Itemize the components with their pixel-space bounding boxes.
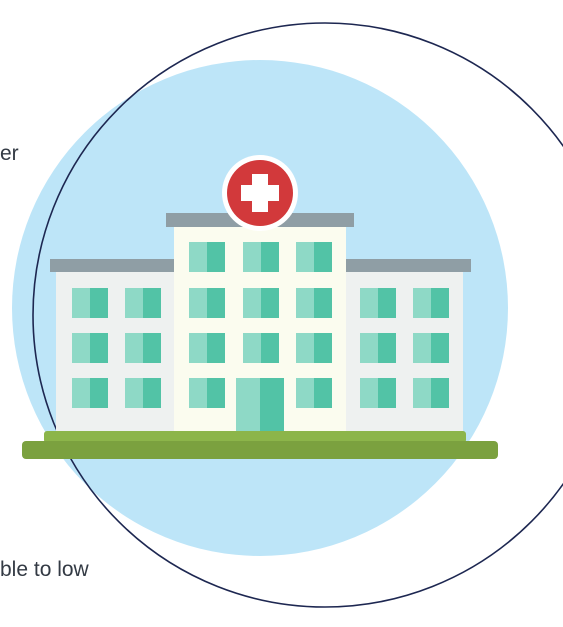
left-roof <box>50 259 174 272</box>
truncated-text-bottom: ble to low <box>0 558 89 581</box>
outline-ring <box>32 22 563 608</box>
right-wing <box>345 259 471 433</box>
left-wing-windows <box>72 288 161 408</box>
right-wing-windows <box>360 288 449 408</box>
red-cross-icon <box>222 155 298 231</box>
entrance-door <box>236 378 284 433</box>
right-roof <box>345 259 471 272</box>
center-windows <box>189 242 332 408</box>
left-wing <box>50 259 174 433</box>
center-block <box>166 213 354 433</box>
grass-base <box>22 431 498 459</box>
truncated-text-top: er <box>0 142 19 165</box>
